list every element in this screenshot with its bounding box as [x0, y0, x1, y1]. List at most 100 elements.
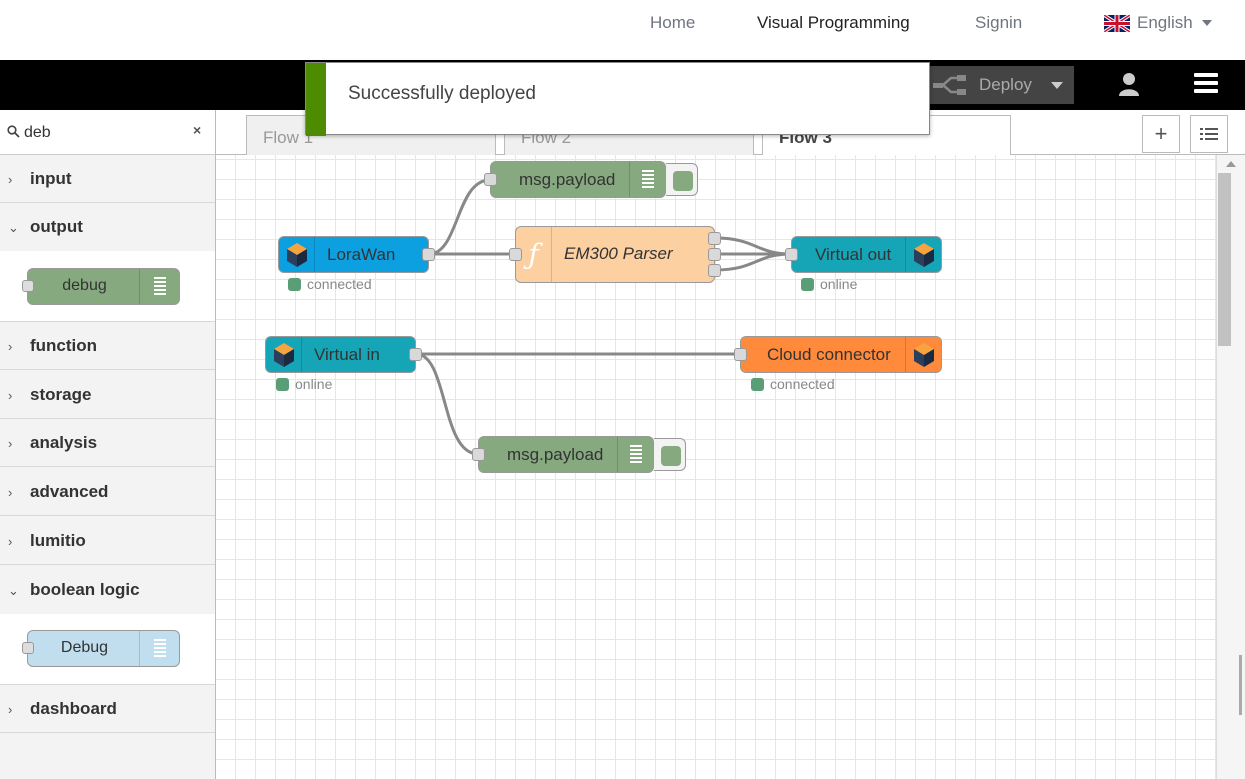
plus-icon: + [1154, 121, 1168, 146]
output-port[interactable] [708, 232, 721, 245]
chevron-right-icon: › [8, 485, 13, 500]
nav-signin-link[interactable]: Signin [975, 13, 1023, 32]
input-port[interactable] [472, 448, 485, 461]
top-navigation: Home Visual Programming Signin English [0, 0, 1245, 60]
debug-list-icon [139, 269, 179, 304]
node-status: connected [751, 376, 835, 392]
clear-search-icon[interactable]: × [193, 122, 202, 138]
flow-list-button[interactable] [1190, 115, 1228, 153]
debug-list-icon [617, 437, 653, 472]
node-status: online [276, 376, 332, 392]
user-icon[interactable] [1115, 70, 1143, 100]
scrollbar-thumb[interactable] [1218, 173, 1231, 346]
palette-node-boolean-debug[interactable]: Debug [22, 630, 180, 667]
category-advanced[interactable]: › advanced [0, 468, 215, 516]
flow-node-em300-parser[interactable]: ƒ EM300 Parser [509, 226, 721, 283]
chevron-right-icon: › [8, 436, 13, 451]
palette-search: × [0, 110, 215, 155]
nav-home-link[interactable]: Home [650, 13, 696, 32]
deploy-notification: Successfully deployed [305, 62, 930, 136]
node-label: EM300 Parser [564, 244, 673, 263]
menu-icon[interactable] [1194, 73, 1218, 95]
notification-message: Successfully deployed [348, 83, 536, 104]
status-dot-icon [751, 377, 764, 391]
flow-node-debug-2[interactable]: msg.payload [472, 436, 654, 473]
category-lumitio[interactable]: › lumitio [0, 517, 215, 565]
flow-node-debug-1[interactable]: msg.payload [484, 161, 666, 198]
search-icon [7, 125, 20, 143]
success-bar [306, 63, 326, 136]
node-label: LoraWan [327, 245, 396, 264]
debug-toggle-button[interactable] [666, 163, 698, 196]
category-label: input [30, 169, 72, 188]
chevron-right-icon: › [8, 534, 13, 549]
category-label: analysis [30, 433, 98, 452]
category-analysis[interactable]: › analysis [0, 419, 215, 467]
category-label: advanced [30, 482, 109, 501]
flow-wires [415, 178, 792, 456]
deploy-menu-chevron-icon[interactable] [1051, 82, 1063, 89]
status-dot-icon [801, 277, 814, 291]
category-label: boolean logic [30, 580, 140, 599]
input-port [22, 642, 34, 654]
cube-icon [279, 237, 315, 272]
category-boolean-logic[interactable]: ⌄ boolean logic [0, 566, 215, 614]
status-label: connected [307, 276, 372, 292]
output-port[interactable] [409, 348, 422, 361]
input-port [22, 280, 34, 292]
flow-node-virtual-in[interactable]: Virtual in [265, 336, 422, 373]
debug-list-icon [139, 631, 179, 666]
input-port[interactable] [785, 248, 798, 261]
language-label: English [1137, 13, 1193, 32]
category-function[interactable]: › function [0, 322, 215, 370]
node-palette: × › input ⌄ output debug › function › st… [0, 110, 216, 779]
deploy-button[interactable]: Deploy [929, 66, 1074, 104]
category-input[interactable]: › input [0, 155, 215, 203]
wire [428, 178, 491, 256]
flow-node-virtual-out[interactable]: Virtual out [785, 236, 942, 273]
wire [714, 252, 792, 272]
function-icon: ƒ [516, 227, 552, 282]
cube-icon [266, 337, 302, 372]
flow-canvas[interactable]: msg.payload LoraWan connected ƒ EM300 Pa… [216, 155, 1216, 779]
wire [714, 236, 792, 256]
debug-toggle-button[interactable] [654, 438, 686, 471]
node-label: msg.payload [519, 170, 616, 189]
category-storage[interactable]: › storage [0, 371, 215, 419]
tab-label: Flow 1 [263, 128, 314, 147]
input-port[interactable] [734, 348, 747, 361]
output-port[interactable] [422, 248, 435, 261]
palette-search-input[interactable] [24, 122, 184, 144]
chevron-right-icon: › [8, 388, 13, 403]
flow-node-cloud-connector[interactable]: Cloud connector [734, 336, 942, 373]
status-dot-icon [288, 277, 301, 291]
cube-icon [905, 337, 941, 372]
chevron-down-icon: ⌄ [8, 220, 19, 235]
category-output[interactable]: ⌄ output [0, 203, 215, 251]
canvas-vertical-scrollbar[interactable] [1216, 155, 1245, 779]
output-port[interactable] [708, 264, 721, 277]
language-selector[interactable]: English [1104, 13, 1212, 33]
status-label: connected [770, 376, 835, 392]
uk-flag-icon [1104, 14, 1130, 32]
deploy-label: Deploy [979, 75, 1032, 94]
input-port[interactable] [509, 248, 522, 261]
output-category-nodes: debug [0, 251, 215, 322]
add-flow-button[interactable]: + [1142, 115, 1180, 153]
palette-node-debug[interactable]: debug [22, 268, 180, 305]
category-label: function [30, 336, 98, 355]
output-port[interactable] [708, 248, 721, 261]
chevron-right-icon: › [8, 172, 13, 187]
category-label: lumitio [30, 531, 86, 550]
input-port[interactable] [484, 173, 497, 186]
list-icon [1200, 121, 1218, 147]
node-label: Virtual out [815, 245, 892, 264]
category-dashboard[interactable]: › dashboard [0, 685, 215, 733]
flow-node-lorawan[interactable]: LoraWan [278, 236, 435, 273]
palette-node-label: Debug [60, 639, 109, 656]
scroll-up-icon[interactable] [1226, 161, 1236, 167]
category-label: dashboard [30, 699, 117, 718]
boolean-logic-category-nodes: Debug [0, 614, 215, 685]
nav-visual-programming-link[interactable]: Visual Programming [757, 13, 910, 32]
node-status: connected [288, 276, 372, 292]
